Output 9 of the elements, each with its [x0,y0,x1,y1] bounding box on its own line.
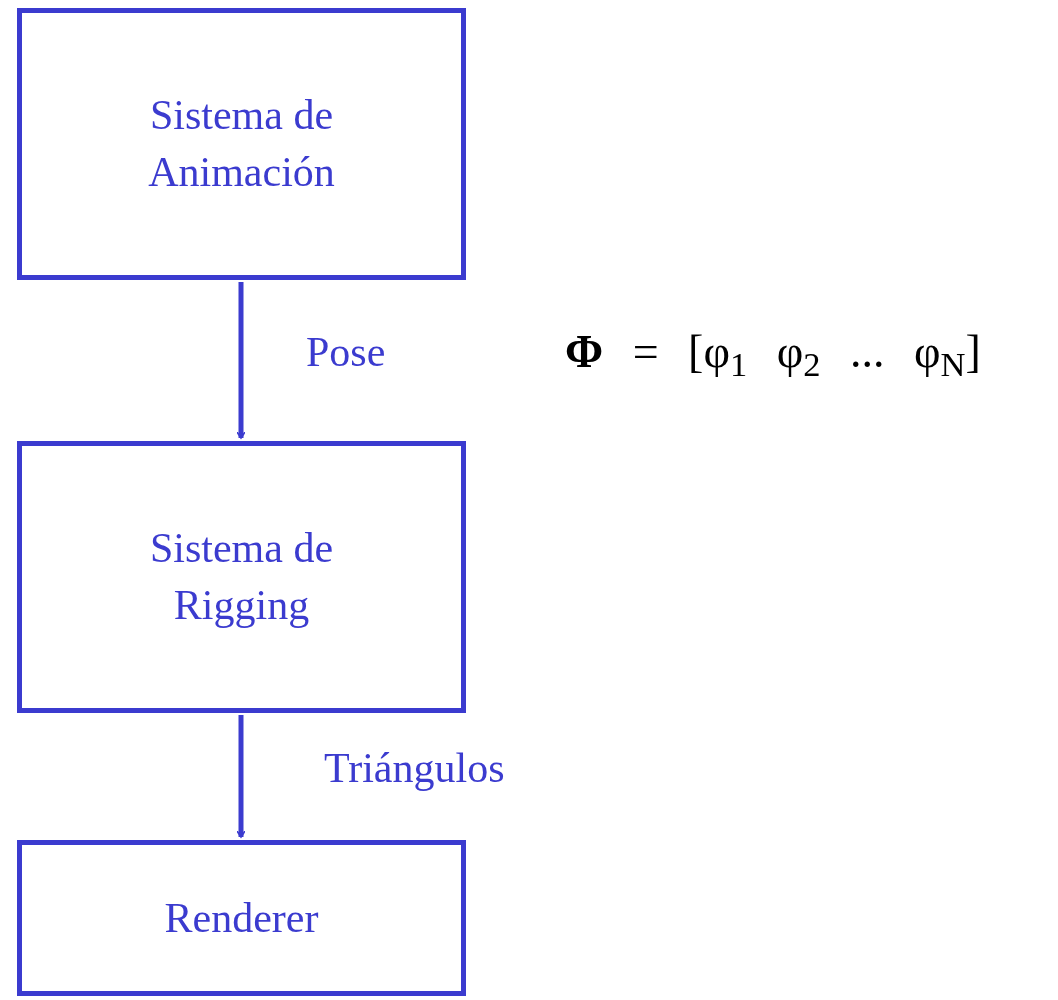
box-label: Renderer [163,893,320,943]
process-box [17,8,466,280]
box-label: Sistema de Rigging [148,524,335,630]
arrow [236,715,246,838]
box-label: Sistema de Animación [147,91,336,197]
process-box [17,840,466,996]
formula: Φ = [φ$_{1}$ φ$_{2}$ ... φ$_{N}$] [565,325,981,382]
arrow [236,282,246,439]
process-box [17,441,466,713]
